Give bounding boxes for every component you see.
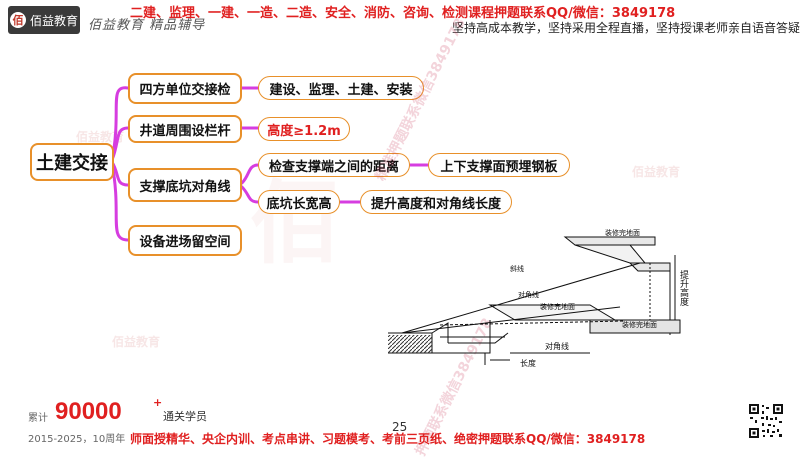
upper-floor-side: [574, 244, 647, 264]
label-finished-floor-top: 装修完地面: [605, 228, 640, 237]
branch-node: 支撑底坑对角线: [128, 168, 242, 202]
signature-text: 佰益教育 精品辅导: [88, 18, 206, 33]
promo-line-1: 二建、监理、一建、一造、二造、安全、消防、咨询、检测课程押题联系QQ/微信：38…: [130, 6, 676, 21]
brand-logo: 佰 佰益教育: [8, 6, 80, 34]
mindmap-root: 土建交接: [30, 143, 114, 181]
leaf-node: 建设、监理、土建、安装: [258, 76, 424, 100]
branch-node: 设备进场留空间: [128, 225, 242, 256]
branch-line: [240, 185, 260, 204]
label-diagonal-upper: 对角线: [518, 290, 539, 299]
leaf-node: 检查支撑端之间的距离: [258, 153, 410, 177]
graduate-count-plus: +: [153, 396, 163, 409]
diagonal-dashed: [439, 320, 626, 326]
upper-floor-slab: [563, 236, 656, 246]
label-diagonal-lower: 对角线: [545, 341, 569, 351]
logo-icon: 佰: [9, 12, 26, 28]
pit-wall: [431, 322, 449, 343]
branch-line: [110, 86, 130, 162]
slope-line: [401, 262, 641, 334]
label-finished-floor-right: 装修完地面: [622, 320, 657, 329]
promo-line-2: 坚持高成本教学，坚持采用全程直播，坚持授课老师亲自语音答疑: [452, 21, 800, 35]
logo-text: 佰益教育: [29, 13, 78, 28]
leaf-node: 底坑长宽高: [258, 190, 340, 214]
qr-code-icon: [748, 403, 784, 439]
graduates-label: 通关学员: [163, 410, 207, 423]
footer-promo: 师面授精华、央企内训、考点串讲、习题模考、考前三页纸、绝密押题联系QQ/微信：3…: [130, 432, 646, 446]
branch-line: [240, 163, 260, 185]
graduate-count: 90000: [55, 398, 122, 425]
pit-floor: [448, 332, 509, 344]
branch-node: 井道周围设栏杆: [128, 115, 242, 143]
branch-line: [110, 162, 130, 242]
label-finished-floor-mid: 装修完地面: [540, 302, 575, 311]
pit-diagram: 装修完地面 斜线 对角线 装修完地面 装修完地面 提升高度 对角线 长度: [388, 228, 689, 368]
pit-hatch: [388, 335, 432, 353]
leaf-node: 上下支撑面预埋钢板: [428, 153, 570, 177]
leaf-node-highlight: 高度≥1.2m: [258, 117, 350, 141]
years-label: 2015-2025，10周年: [28, 434, 126, 445]
diagonal-line: [401, 306, 621, 334]
header-bar: 佰 佰益教育 佰益教育 精品辅导 二建、监理、一建、一造、二造、安全、消防、咨询…: [0, 0, 800, 40]
lower-floor-right: [589, 319, 681, 334]
cumulative-label: 累计: [28, 413, 48, 424]
label-lift-height: 提升高度: [678, 270, 689, 307]
page-number: 25: [392, 420, 408, 434]
label-slope-line: 斜线: [510, 264, 524, 273]
leaf-node: 提升高度和对角线长度: [360, 190, 512, 214]
label-length: 长度: [520, 358, 536, 368]
branch-node: 四方单位交接检: [128, 73, 242, 104]
